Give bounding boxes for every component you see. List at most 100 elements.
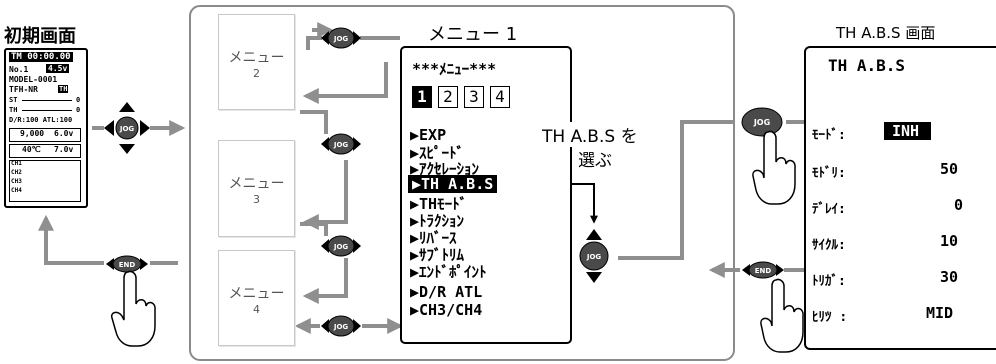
lcd-row-b — [9, 144, 81, 158]
menu-item-reverse[interactable]: ▶ﾘﾊﾞｰｽ — [410, 229, 457, 247]
lcd-th-badge: TH — [58, 85, 69, 93]
lcd-th-bar — [22, 110, 72, 111]
menu-item-acceleration[interactable]: ▶ｱｸｾﾚｰｼｮﾝ — [410, 160, 480, 178]
th-row-cycle-label: ｻｲｸﾙ: — [812, 238, 846, 253]
svg-text:JOG: JOG — [333, 243, 349, 251]
lcd-model-no: No.1 — [9, 65, 29, 74]
menu-item-th-abs[interactable]: ▶TH A.B.S — [408, 175, 498, 193]
jog-diamond-icon: JOG — [321, 315, 361, 337]
lcd-cell-b: 6.0v — [54, 129, 74, 138]
lcd-dr-atl: D/R:100 ATL:100 — [9, 116, 73, 124]
menu-item-endpoint[interactable]: ▶ｴﾝﾄﾞﾎﾟｲﾝﾄ — [410, 263, 487, 281]
th-abs-screen-title: TH A.B.S 画面 — [836, 24, 936, 42]
home-lcd: TM 00:00.00 No.1 4.5v MODEL-0001 TFH-NR … — [4, 48, 88, 208]
th-row-modori-value[interactable]: 50 — [940, 160, 959, 178]
annotation-line2: 選ぶ — [578, 146, 612, 171]
lcd-voltage: 4.5v — [46, 64, 70, 73]
page-tab-1[interactable]: 1 — [412, 86, 432, 108]
menu-item-subtrim[interactable]: ▶ｻﾌﾞﾄﾘﾑ — [410, 246, 465, 264]
page-tab-4[interactable]: 4 — [490, 86, 510, 108]
lcd-ch3: CH3 — [11, 178, 22, 185]
th-abs-lcd — [804, 46, 996, 350]
menu1-header: ***ﾒﾆｭｰ*** — [412, 60, 497, 78]
menu-item-speed[interactable]: ▶ｽﾋﾟｰﾄﾞ — [410, 144, 465, 162]
sub-menu-2-label: メニュー — [228, 50, 285, 66]
lcd-cell-c: 40℃ — [22, 145, 41, 154]
hand-pointer-icon — [752, 130, 796, 205]
th-row-trigger-label: ﾄﾘｶﾞ: — [812, 274, 846, 289]
lcd-cell-a: 9,000 — [20, 129, 45, 138]
lcd-th-label: TH — [9, 106, 18, 114]
lcd-st-bar — [22, 100, 72, 101]
jog-cross-icon: JOG — [104, 102, 150, 154]
th-row-delay-value[interactable]: 0 — [954, 196, 964, 214]
svg-text:END: END — [119, 261, 136, 269]
menu-item-th-mode[interactable]: ▶THﾓｰﾄﾞ — [410, 195, 468, 213]
jog-vertical-icon: JOG — [579, 229, 609, 283]
menu-frame — [189, 5, 735, 361]
svg-text:JOG: JOG — [333, 141, 349, 149]
lcd-th-value: 0 — [76, 106, 81, 114]
jog-label: JOG — [119, 125, 135, 133]
jog-button-right[interactable]: JOG — [738, 104, 786, 140]
sub-menu-3[interactable]: メニュー 3 — [218, 140, 295, 237]
lcd-ch4: CH4 — [11, 187, 22, 194]
lcd-row-a — [9, 128, 81, 142]
menu-item-ch3-ch4[interactable]: ▶CH3/CH4 — [410, 301, 483, 319]
lcd-ch-box — [9, 160, 81, 202]
menu-item-traction[interactable]: ▶ﾄﾗｸｼｮﾝ — [410, 212, 465, 230]
page-tab-2[interactable]: 2 — [438, 86, 458, 108]
page-tab-3[interactable]: 3 — [464, 86, 484, 108]
jog-button-3[interactable]: JOG — [320, 232, 362, 260]
th-row-mode-label: ﾓｰﾄﾞ: — [812, 128, 846, 143]
lcd-model-name: MODEL-0001 — [9, 75, 58, 84]
hand-pointer-icon — [760, 278, 804, 353]
jog-button-4[interactable]: JOG — [320, 312, 362, 340]
svg-text:JOG: JOG — [333, 323, 349, 331]
sub-menu-2-num: 2 — [253, 67, 260, 80]
th-abs-lcd-title: TH A.B.S — [828, 56, 906, 75]
lcd-line4: TFH-NR — [9, 85, 38, 94]
menu-item-dr-atl[interactable]: ▶D/R ATL — [410, 283, 483, 301]
lcd-timer: TM 00:00.00 — [9, 52, 73, 62]
jog-button-icon: JOG — [741, 107, 783, 137]
menu1-page-tabs: 1 2 3 4 — [412, 86, 510, 108]
th-row-ratio-value[interactable]: MID — [926, 304, 954, 322]
sub-menu-3-num: 3 — [253, 193, 260, 206]
th-row-ratio-label: ﾋﾘﾂ : — [812, 310, 848, 325]
jog-cross-pad-home[interactable]: JOG — [102, 100, 152, 156]
svg-text:JOG: JOG — [753, 118, 770, 127]
sub-menu-4[interactable]: メニュー 4 — [218, 250, 295, 346]
annotation-line1: TH A.B.S を — [540, 122, 640, 147]
lcd-ch1: CH1 — [11, 160, 22, 167]
sub-menu-2[interactable]: メニュー 2 — [218, 14, 295, 110]
end-diamond-icon: END — [106, 255, 148, 273]
menu1-title: メニュー 1 — [428, 24, 518, 45]
svg-text:JOG: JOG — [333, 35, 349, 43]
jog-button-vertical[interactable]: JOG — [574, 228, 614, 284]
home-screen-title: 初期画面 — [4, 26, 76, 47]
th-row-mode-value[interactable]: INH — [884, 122, 932, 140]
sub-menu-4-label: メニュー — [228, 286, 285, 302]
lcd-st-label: ST — [9, 96, 18, 104]
svg-text:JOG: JOG — [586, 253, 602, 261]
menu-item-exp[interactable]: ▶EXP — [410, 126, 447, 144]
jog-button-1[interactable]: JOG — [320, 24, 362, 52]
sub-menu-4-num: 4 — [253, 303, 260, 316]
lcd-cell-d: 7.0v — [54, 145, 74, 154]
jog-diamond-icon: JOG — [321, 133, 361, 155]
th-row-trigger-value[interactable]: 30 — [940, 268, 959, 286]
end-diamond-icon: END — [742, 261, 784, 279]
jog-diamond-icon: JOG — [321, 27, 361, 49]
th-row-cycle-value[interactable]: 10 — [940, 232, 959, 250]
th-row-delay-label: ﾃﾞﾚｲ: — [812, 202, 846, 217]
th-row-modori-label: ﾓﾄﾞﾘ: — [812, 166, 846, 181]
lcd-st-value: 0 — [76, 96, 81, 104]
svg-text:END: END — [755, 267, 772, 275]
end-button-home[interactable]: END — [102, 250, 152, 278]
hand-pointer-icon — [110, 270, 156, 347]
jog-button-2[interactable]: JOG — [320, 130, 362, 158]
sub-menu-3-label: メニュー — [228, 176, 285, 192]
end-button-right[interactable]: END — [738, 256, 788, 284]
